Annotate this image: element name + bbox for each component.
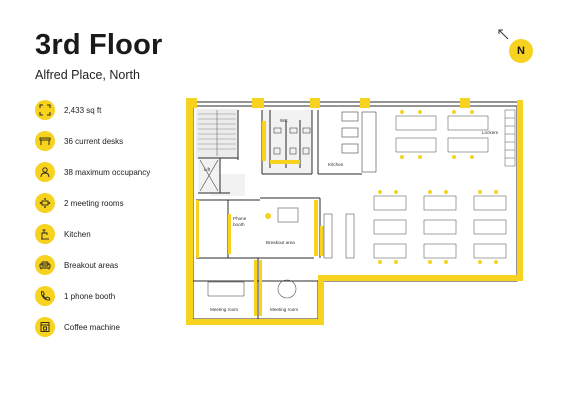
feature-label: 1 phone booth xyxy=(64,291,116,301)
room-label-breakout: Breakout area xyxy=(266,240,295,245)
tap-icon xyxy=(35,224,55,244)
plan-glazing xyxy=(186,98,523,325)
feature-occupancy: 38 maximum occupancy xyxy=(35,162,150,182)
phone-icon xyxy=(35,286,55,306)
room-label-lift: Lift xyxy=(204,167,211,172)
room-label-lockers: Lockers xyxy=(482,130,499,135)
desk-icon xyxy=(35,131,55,151)
feature-label: Breakout areas xyxy=(64,260,119,270)
feature-desks: 36 current desks xyxy=(35,131,123,151)
feature-kitchen: Kitchen xyxy=(35,224,91,244)
feature-breakout: Breakout areas xyxy=(35,255,118,275)
plan-meeting-furniture xyxy=(207,279,297,299)
area-icon xyxy=(35,100,55,120)
feature-area: 2,433 sq ft xyxy=(35,100,101,120)
feature-label: 2 meeting rooms xyxy=(64,198,124,208)
plan-breakout-furniture xyxy=(265,207,355,259)
feature-meeting-rooms: 2 meeting rooms xyxy=(35,193,124,213)
feature-label: Kitchen xyxy=(64,229,91,239)
sofa-icon xyxy=(35,255,55,275)
plan-lockers xyxy=(504,109,516,167)
room-label-meeting-left: Meeting room xyxy=(210,307,238,312)
room-label-wc: WC xyxy=(280,118,288,123)
plan-wc-fixtures xyxy=(273,127,311,155)
room-label-kitchen: Kitchen xyxy=(328,162,344,167)
plan-stairs xyxy=(198,110,236,156)
north-compass: N xyxy=(509,39,533,63)
page-subtitle: Alfred Place, North xyxy=(35,68,140,82)
plan-desks-bottom xyxy=(373,195,507,259)
coffee-machine-icon xyxy=(35,317,55,337)
feature-label: 38 maximum occupancy xyxy=(64,167,151,177)
feature-phone-booth: 1 phone booth xyxy=(35,286,115,306)
room-label-meeting-right: Meeting room xyxy=(270,307,298,312)
room-label-phone-booth: Phone xyxy=(233,216,247,221)
plan-desks-top xyxy=(395,115,489,153)
plan-desk-chairs xyxy=(378,110,498,264)
person-icon xyxy=(35,162,55,182)
meeting-room-icon xyxy=(35,193,55,213)
feature-label: 36 current desks xyxy=(64,136,124,146)
room-label-phone-booth-2: booth xyxy=(233,222,245,227)
plan-room-labels: WC Lockers Kitchen Lift Phone booth Brea… xyxy=(204,118,499,312)
plan-walls xyxy=(192,101,518,320)
plan-kitchen-units xyxy=(341,111,377,173)
plan-lift xyxy=(199,159,219,192)
feature-label: 2,433 sq ft xyxy=(64,105,102,115)
page-title: 3rd Floor xyxy=(35,29,163,61)
feature-label: Coffee machine xyxy=(64,322,120,332)
north-arrow-icon xyxy=(498,29,509,40)
feature-coffee-machine: Coffee machine xyxy=(35,317,120,337)
